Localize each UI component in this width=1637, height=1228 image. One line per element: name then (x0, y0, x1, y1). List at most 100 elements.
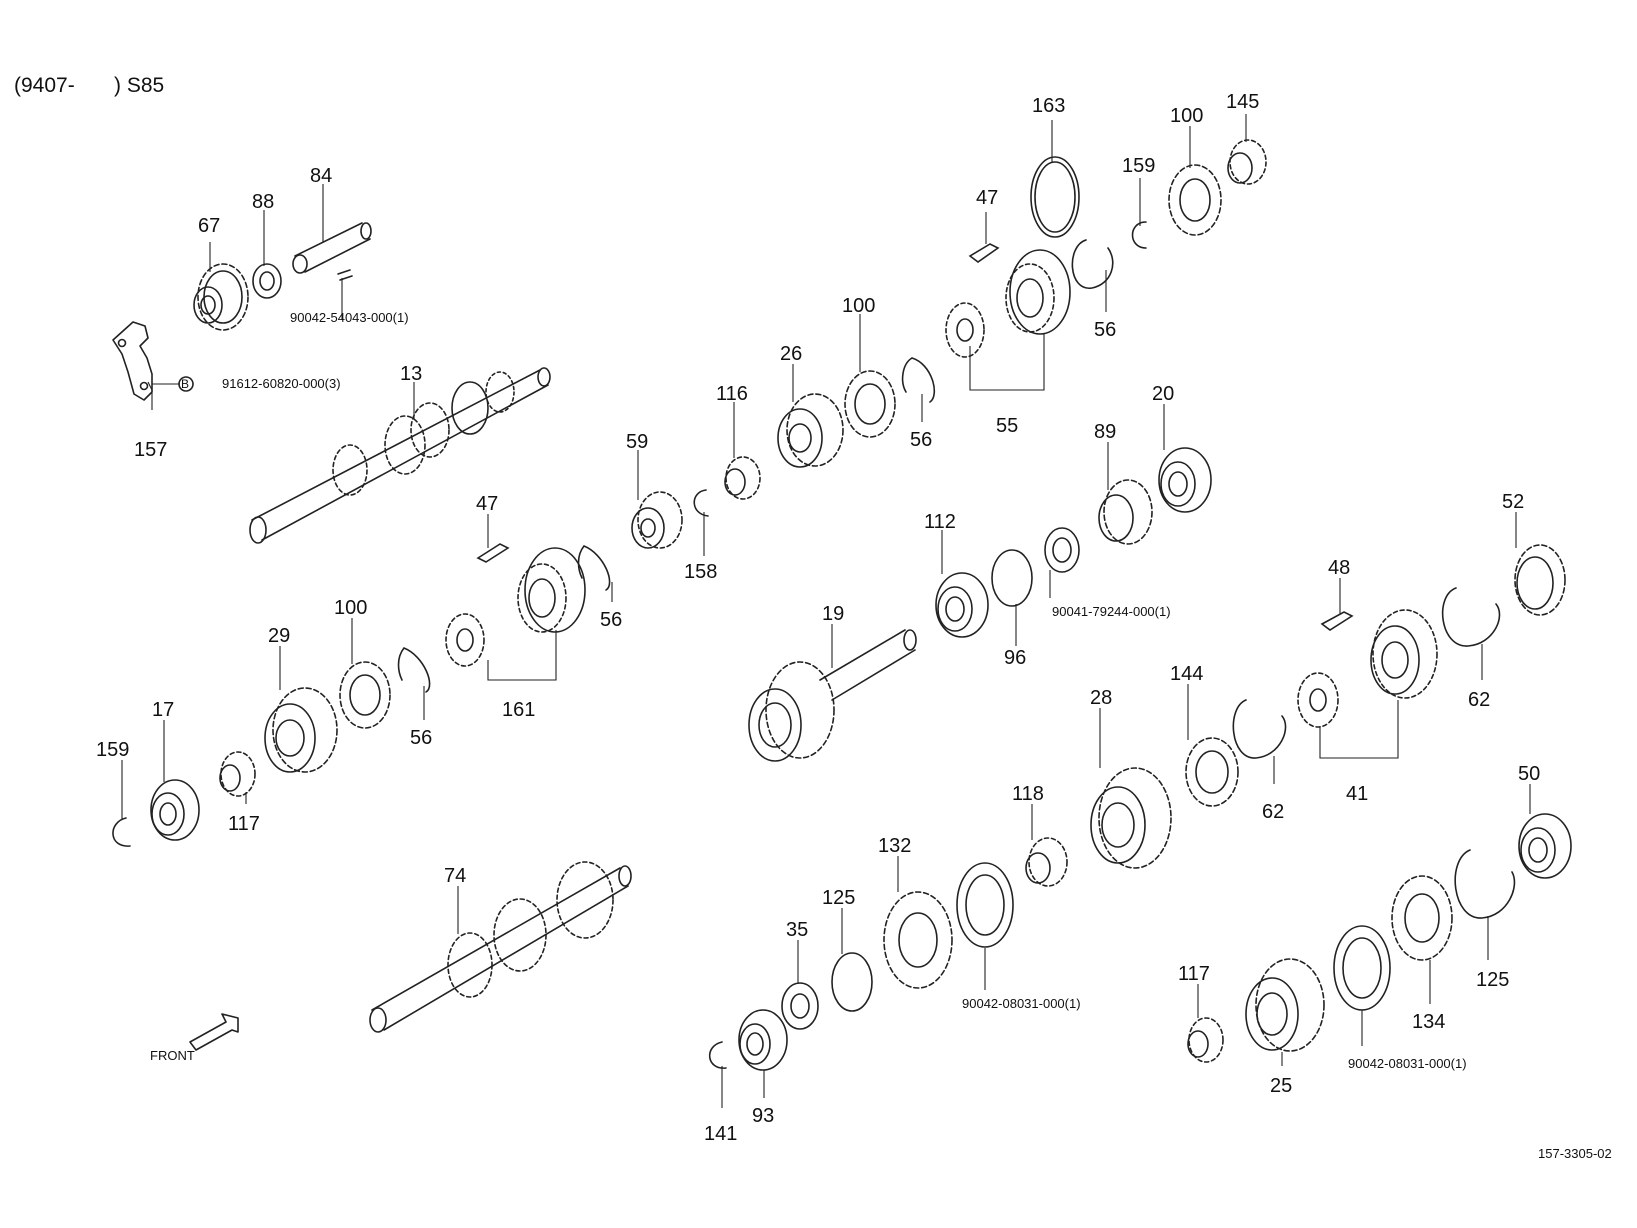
part-134-gear (1391, 875, 1453, 961)
part-163-ring (1030, 156, 1080, 238)
part-56-snap-ring-upper (1071, 239, 1114, 289)
part-100-synchro-ring-upper (1168, 164, 1222, 236)
part-47-key-lower (476, 543, 510, 563)
part-62-snap-ring-upper (1441, 587, 1501, 647)
label-20: 20 (1152, 383, 1174, 405)
part-41-synchro-assembly (1297, 609, 1438, 728)
part-145-needle-bearing (1227, 139, 1267, 185)
label-118: 118 (1012, 783, 1044, 805)
leader-lines (121, 114, 1531, 1108)
label-74: 74 (444, 865, 466, 887)
part-number-08031-middle: 90042-08031-000(1) (962, 996, 1081, 1011)
label-17: 17 (152, 699, 174, 721)
label-145: 145 (1226, 91, 1259, 113)
label-163: 163 (1032, 95, 1065, 117)
label-56-upper: 56 (1094, 319, 1116, 341)
part-47-key-upper (968, 243, 1000, 263)
label-100-upper: 100 (1170, 105, 1203, 127)
part-117-needle-bearing-left (219, 751, 256, 797)
part-20-ball-bearing (1158, 447, 1212, 513)
part-56-snap-ring-lower (397, 647, 431, 693)
part-26-gear (777, 393, 844, 468)
label-56-middle: 56 (910, 429, 932, 451)
part-144-synchro-ring (1185, 737, 1239, 807)
label-144: 144 (1170, 663, 1203, 685)
label-88: 88 (252, 191, 274, 213)
label-158: 158 (684, 561, 717, 583)
part-88-washer (252, 263, 282, 299)
label-100-middle: 100 (842, 295, 875, 317)
label-112: 112 (924, 511, 956, 533)
label-117-left: 117 (228, 813, 260, 835)
label-59: 59 (626, 431, 648, 453)
label-25: 25 (1270, 1075, 1292, 1097)
part-96-snap-ring (991, 549, 1033, 607)
model-range-close: ) S85 (114, 74, 165, 97)
label-50: 50 (1518, 763, 1540, 785)
part-159-clip-lower (112, 817, 131, 847)
part-13-main-shaft (249, 367, 551, 544)
part-55-synchro-assembly (945, 249, 1071, 358)
label-89: 89 (1094, 421, 1116, 443)
part-28-gear (1090, 767, 1172, 869)
part-number-60820: 91612-60820-000(3) (222, 376, 341, 391)
document-code: 157-3305-02 (1538, 1146, 1612, 1161)
part-17-ball-bearing (150, 779, 200, 841)
label-48: 48 (1328, 557, 1350, 579)
label-56-left: 56 (600, 609, 622, 631)
label-13: 13 (400, 363, 422, 385)
label-84: 84 (310, 165, 332, 187)
label-62-lower: 62 (1262, 801, 1284, 823)
part-62-snap-ring-lower (1232, 699, 1287, 759)
part-84-shaft (292, 222, 372, 281)
part-48-key (1320, 611, 1354, 631)
label-132: 132 (878, 835, 911, 857)
front-label: FRONT (150, 1048, 195, 1063)
part-100-synchro-ring-middle (844, 370, 896, 438)
part-35-washer (781, 982, 819, 1030)
label-26: 26 (780, 343, 802, 365)
part-125-snap-ring-right (1454, 849, 1516, 919)
part-number-references: 90042-54043-000(1) B 91612-60820-000(3) … (178, 310, 1467, 1071)
label-141: 141 (704, 1123, 737, 1145)
front-arrow-icon (189, 1013, 239, 1051)
part-112-ball-bearing (935, 572, 989, 638)
reference-marker: B (181, 377, 189, 391)
label-52: 52 (1502, 491, 1524, 513)
part-74-countershaft (369, 861, 632, 1033)
label-100-left: 100 (334, 597, 367, 619)
part-141-clip (708, 1041, 727, 1069)
part-56-snap-ring-left (577, 545, 611, 591)
label-134: 134 (1412, 1011, 1445, 1033)
model-range-open: (9407- (14, 74, 75, 97)
label-157: 157 (134, 439, 167, 461)
part-number-54043: 90042-54043-000(1) (290, 310, 409, 325)
part-25-gear (1245, 958, 1325, 1052)
part-161-synchro-assembly (445, 547, 586, 667)
part-89-gear (1098, 479, 1153, 545)
label-55: 55 (996, 415, 1018, 437)
part-93-ball-bearing (738, 1009, 788, 1071)
part-number-08031-right: 90042-08031-000(1) (1348, 1056, 1467, 1071)
label-67: 67 (198, 215, 220, 237)
label-35: 35 (786, 919, 808, 941)
part-29-gear (264, 687, 338, 773)
part-50-ball-bearing (1518, 813, 1572, 879)
part-washer-90042-08031-middle (956, 862, 1014, 948)
label-117-right: 117 (1178, 963, 1210, 985)
part-157-bracket (112, 321, 153, 401)
part-52-synchro-ring (1514, 544, 1566, 616)
callout-labels: 67 88 84 157 13 163 47 159 100 145 56 55… (96, 91, 1540, 1145)
part-19-input-shaft (748, 629, 917, 762)
label-96: 96 (1004, 647, 1026, 669)
label-28: 28 (1090, 687, 1112, 709)
part-132-gear (883, 891, 953, 989)
label-29: 29 (268, 625, 290, 647)
part-125-snap-ring-left (831, 952, 873, 1012)
label-56-lower: 56 (410, 727, 432, 749)
label-41: 41 (1346, 783, 1368, 805)
label-19: 19 (822, 603, 844, 625)
part-158-clip (693, 489, 709, 517)
part-56-snap-ring-middle (901, 357, 936, 403)
